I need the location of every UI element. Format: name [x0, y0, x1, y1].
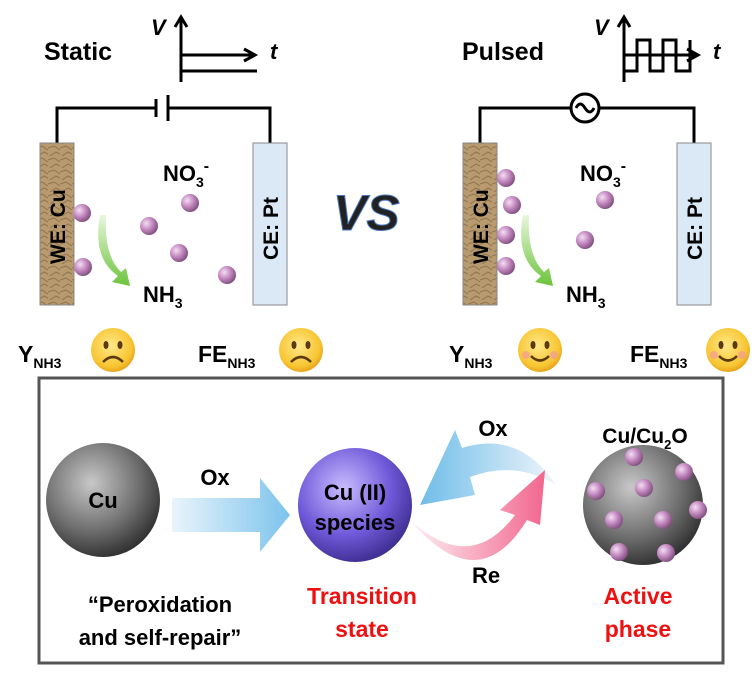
pulsed-title: Pulsed: [462, 38, 544, 66]
cu-cu2o-sphere: [583, 445, 707, 565]
vs-label: VS: [333, 185, 400, 241]
cu2-label-line2: species: [315, 510, 396, 535]
ce-label: CE: Pt: [684, 197, 707, 260]
counter-electrode: [252, 142, 288, 306]
axis-t-label: t: [713, 39, 722, 64]
axis-t-label: t: [270, 39, 279, 64]
caption-right-line2: phase: [605, 616, 671, 642]
nitrate-label: NO3-: [580, 158, 626, 190]
caption-mid-line1: Transition: [307, 583, 417, 609]
static-panel: Static V t WE: Cu CE: Pt NO3- NH3 YNH3 F…: [18, 14, 323, 372]
sad-face-icon: [279, 328, 323, 372]
nitrate-ions: [497, 169, 614, 275]
re-label: Re: [472, 563, 500, 588]
fe-label: FENH3: [630, 341, 688, 371]
axis-v-label: V: [151, 15, 168, 40]
ammonia-label: NH3: [143, 282, 183, 311]
caption-mid-line2: state: [335, 616, 389, 642]
pulsed-waveform: [616, 14, 702, 82]
ammonia-label: NH3: [566, 282, 606, 311]
axis-v-label: V: [594, 15, 611, 40]
counter-electrode: [676, 142, 712, 306]
dc-circuit: [55, 95, 272, 143]
ce-label: CE: Pt: [260, 197, 283, 260]
yield-label: YNH3: [18, 341, 62, 371]
we-label: WE: Cu: [470, 189, 493, 264]
cu-label: Cu: [88, 488, 117, 513]
smile-face-icon: [518, 328, 562, 372]
ox-label: Ox: [478, 416, 508, 441]
fe-label: FENH3: [198, 341, 256, 371]
static-waveform: [173, 14, 259, 82]
sad-face-icon: [91, 328, 135, 372]
reduction-arc-arrow: [410, 470, 545, 560]
yield-label: YNH3: [449, 341, 493, 371]
static-title: Static: [44, 38, 112, 66]
cu2-label-line1: Cu (II): [324, 480, 386, 505]
cu-cu2o-label: Cu/Cu2O: [602, 425, 687, 452]
cu2-sphere: [298, 448, 412, 562]
ox-label: Ox: [200, 465, 230, 490]
ac-circuit: [478, 92, 696, 143]
working-electrode: [39, 142, 75, 306]
oxidation-arc-arrow: [420, 430, 556, 505]
reduction-arrow: [98, 215, 130, 286]
cu-sphere: [46, 443, 160, 557]
caption-right-line1: Active: [603, 583, 672, 609]
oxidation-arrow: [172, 478, 290, 552]
working-electrode: [462, 142, 498, 306]
mechanism-box: Cu Ox Cu (II) species Ox Re Cu/Cu2O “Per…: [37, 376, 725, 665]
we-label: WE: Cu: [47, 189, 70, 264]
caption-left-line1: “Peroxidation: [88, 592, 232, 617]
pulsed-panel: Pulsed V t WE: Cu CE: Pt NO3- NH3 YNH3 F…: [449, 14, 750, 372]
nitrate-ions: [73, 194, 236, 284]
smile-face-icon: [706, 328, 750, 372]
caption-left-line2: and self-repair”: [79, 625, 242, 650]
nitrate-label: NO3-: [163, 158, 209, 190]
reduction-arrow: [521, 215, 553, 286]
